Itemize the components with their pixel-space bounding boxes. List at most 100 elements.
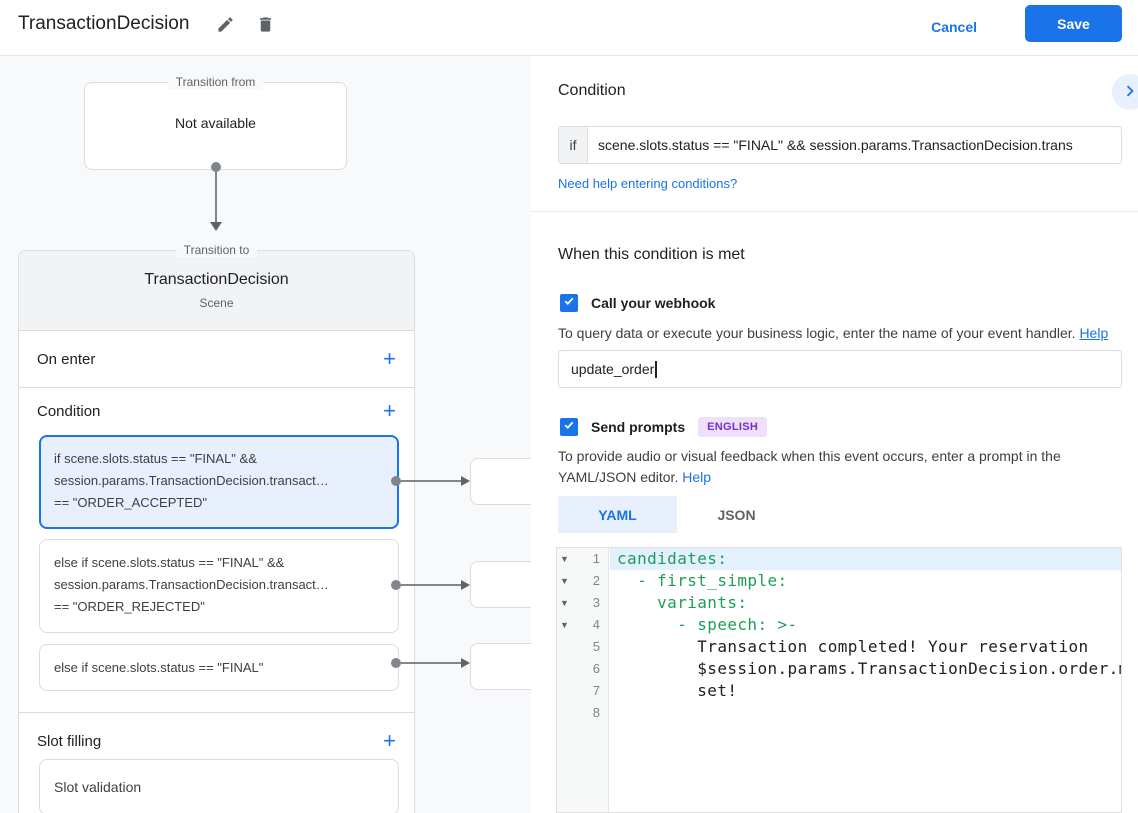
line-number: 5	[592, 639, 600, 654]
arrow-down-icon	[210, 222, 222, 231]
scene-name: TransactionDecision	[144, 271, 289, 288]
slot-validation-card[interactable]: Slot validation	[39, 759, 399, 813]
condition-text: if scene.slots.status == "FINAL" &&	[54, 451, 257, 466]
connector-line	[215, 168, 217, 223]
delete-button[interactable]	[251, 12, 279, 40]
editor-code-area: candidates: - first_simple: variants: - …	[610, 548, 1121, 812]
condition-text: else if scene.slots.status == "FINAL"	[54, 659, 264, 675]
condition-section-label: Condition	[37, 402, 101, 420]
code-line: variants:	[617, 593, 748, 612]
fold-toggle-icon[interactable]: ▼	[560, 554, 569, 564]
text-caret	[655, 360, 657, 378]
scene-canvas: Transition from Not available Transition…	[0, 56, 531, 813]
scene-type-label: Scene	[199, 296, 234, 310]
fold-toggle-icon[interactable]: ▼	[560, 598, 569, 608]
check-icon	[563, 418, 575, 436]
cancel-button[interactable]: Cancel	[921, 11, 987, 43]
prompts-label: Send prompts	[591, 419, 686, 435]
condition-expression-control: if scene.slots.status == "FINAL" && sess…	[558, 126, 1122, 164]
condition-expression-input[interactable]: scene.slots.status == "FINAL" && session…	[598, 137, 1073, 153]
tab-json[interactable]: JSON	[677, 496, 796, 533]
add-on-enter-button[interactable]: +	[383, 346, 396, 371]
condition-panel-heading: Condition	[558, 82, 626, 99]
prompts-help-link[interactable]: Help	[682, 469, 712, 485]
editor-gutter: ▼1 ▼2 ▼3 ▼4 5 6 7 8	[557, 548, 609, 812]
add-slot-button[interactable]: +	[383, 728, 396, 753]
code-line: set!	[617, 681, 738, 700]
on-enter-row: On enter +	[19, 331, 414, 388]
connector-dot	[211, 162, 221, 172]
code-line: - speech: >-	[617, 615, 798, 634]
transition-target-box[interactable]	[470, 643, 531, 690]
arrow-right-icon	[461, 580, 470, 590]
code-line: candidates:	[610, 548, 1121, 570]
code-line: $session.params.TransactionDecision.orde…	[617, 659, 1121, 678]
save-button[interactable]: Save	[1025, 5, 1122, 42]
fold-toggle-icon[interactable]: ▼	[560, 620, 569, 630]
connector-line	[401, 584, 462, 586]
condition-text: == "ORDER_REJECTED"	[54, 599, 205, 614]
webhook-label: Call your webhook	[591, 295, 716, 311]
condition-help-link[interactable]: Need help entering conditions?	[558, 176, 738, 191]
pencil-icon	[216, 15, 235, 37]
slot-filling-label: Slot filling	[37, 732, 102, 750]
editor-tabs: YAML JSON	[558, 496, 796, 533]
arrow-right-icon	[461, 658, 470, 668]
event-handler-input[interactable]: update_order	[558, 350, 1122, 388]
edit-button[interactable]	[211, 12, 239, 40]
trash-icon	[256, 15, 275, 37]
tab-yaml[interactable]: YAML	[558, 496, 677, 533]
condition-text: else if scene.slots.status == "FINAL" &&	[54, 555, 285, 570]
code-line	[610, 702, 1121, 724]
page-title: TransactionDecision	[18, 13, 190, 34]
scene-header: TransactionDecision Scene	[19, 251, 414, 331]
transition-from-value: Not available	[175, 115, 256, 131]
condition-card-accepted[interactable]: if scene.slots.status == "FINAL" && sess…	[39, 435, 399, 529]
prompts-description: To provide audio or visual feedback when…	[558, 446, 1114, 488]
prompts-checkbox-row: Send prompts ENGLISH	[560, 417, 768, 437]
language-badge: ENGLISH	[698, 417, 768, 437]
connector-dot	[391, 476, 401, 486]
connector-dot	[391, 658, 401, 668]
webhook-description-text: To query data or execute your business l…	[558, 325, 1076, 341]
condition-card-rejected[interactable]: else if scene.slots.status == "FINAL" &&…	[39, 539, 399, 633]
prompts-description-text: To provide audio or visual feedback when…	[558, 448, 1061, 485]
if-prefix: if	[559, 127, 588, 163]
webhook-checkbox-row: Call your webhook	[560, 294, 715, 312]
code-line: Transaction completed! Your reservation	[617, 637, 1089, 656]
transition-target-box[interactable]	[470, 458, 531, 505]
connector-line	[401, 662, 462, 664]
transition-to-legend: Transition to	[175, 243, 258, 257]
yaml-editor[interactable]: ▼1 ▼2 ▼3 ▼4 5 6 7 8 candidates: - first_…	[556, 547, 1122, 813]
line-number: 7	[592, 683, 600, 698]
transition-target-box[interactable]	[470, 561, 531, 608]
prompts-checkbox[interactable]	[560, 418, 578, 436]
condition-card-final[interactable]: else if scene.slots.status == "FINAL"	[39, 644, 399, 691]
divider	[531, 211, 1138, 212]
condition-text: session.params.TransactionDecision.trans…	[54, 473, 329, 488]
condition-text: session.params.TransactionDecision.trans…	[54, 577, 329, 592]
transition-from-legend: Transition from	[167, 75, 264, 89]
code-line: - first_simple:	[617, 571, 788, 590]
divider	[19, 712, 414, 713]
condition-row: Condition +	[19, 388, 414, 434]
slot-validation-label: Slot validation	[54, 779, 142, 795]
chevron-right-icon	[1119, 80, 1138, 105]
event-handler-value: update_order	[571, 361, 655, 377]
fold-toggle-icon[interactable]: ▼	[560, 576, 569, 586]
slot-filling-row: Slot filling +	[19, 719, 414, 763]
connector-dot	[391, 580, 401, 590]
line-number: 3	[592, 595, 600, 610]
line-number: 8	[592, 705, 600, 720]
top-bar: TransactionDecision Cancel Save	[0, 0, 1138, 56]
line-number: 6	[592, 661, 600, 676]
when-met-heading: When this condition is met	[558, 246, 745, 263]
collapse-panel-button[interactable]	[1112, 74, 1138, 110]
connector-line	[401, 480, 462, 482]
webhook-checkbox[interactable]	[560, 294, 578, 312]
webhook-help-link[interactable]: Help	[1079, 325, 1109, 341]
transition-from-box: Transition from Not available	[84, 75, 347, 170]
add-condition-button[interactable]: +	[383, 398, 396, 423]
condition-detail-panel: Condition if scene.slots.status == "FINA…	[531, 56, 1138, 813]
